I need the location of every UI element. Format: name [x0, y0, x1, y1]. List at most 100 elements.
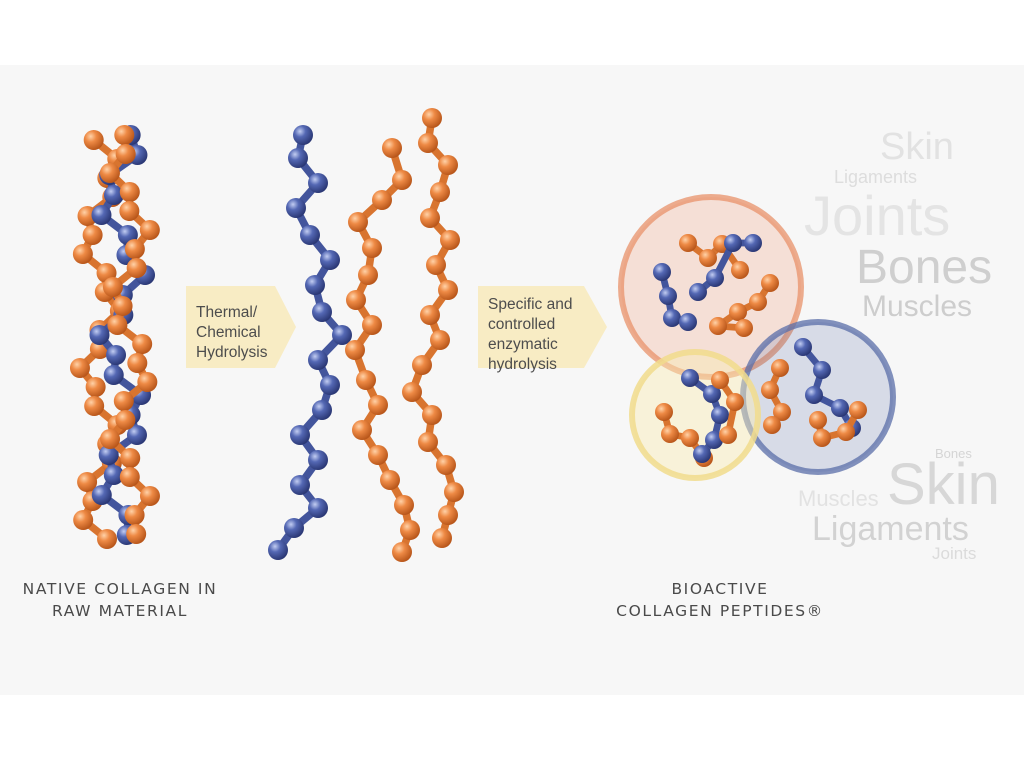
orange-bead	[102, 277, 123, 297]
blue-bead	[106, 345, 127, 365]
blue-bead	[659, 287, 677, 305]
orange-bead	[139, 220, 160, 240]
orange-bead	[73, 510, 94, 530]
orange-bead	[735, 319, 753, 337]
word-bones-top: Bones	[856, 241, 993, 294]
orange-bead	[412, 355, 432, 375]
orange-bead	[436, 455, 456, 475]
diagram-background	[0, 65, 1024, 695]
blue-bead	[653, 263, 671, 281]
orange-bead	[420, 305, 440, 325]
orange-bead	[438, 505, 458, 525]
orange-bead	[99, 163, 120, 183]
blue-bead	[711, 406, 729, 424]
orange-bead	[813, 429, 831, 447]
peptide-blue-3	[681, 369, 729, 463]
blue-bead	[284, 518, 304, 538]
peptide-orange-2	[709, 274, 779, 337]
blue-bead	[308, 350, 328, 370]
orange-bead	[84, 396, 105, 416]
arrow-2-line-3: enzymatic	[488, 336, 558, 353]
peptide-orange-4	[711, 371, 744, 444]
orange-bead	[124, 505, 145, 525]
orange-bead	[679, 234, 697, 252]
orange-bead	[362, 315, 382, 335]
orange-bead	[137, 372, 158, 392]
orange-bead	[72, 244, 93, 264]
orange-bead	[372, 190, 392, 210]
orange-bead	[119, 182, 140, 202]
arrow-2-line-2: controlled	[488, 316, 556, 333]
blue-bead	[286, 198, 306, 218]
orange-bead	[655, 403, 673, 421]
orange-bead	[394, 495, 414, 515]
blue-bead	[681, 369, 699, 387]
orange-bead	[119, 201, 140, 221]
orange-bead	[729, 303, 747, 321]
orange-bead	[115, 144, 136, 164]
peptide-orange-5	[761, 359, 791, 434]
orange-bead	[422, 108, 442, 128]
native-orange-strand-2	[99, 125, 160, 544]
orange-bead	[418, 432, 438, 452]
blue-bead	[308, 450, 328, 470]
orange-bead	[139, 486, 160, 506]
orange-bead	[114, 125, 135, 145]
hydrolysis-arrow-1	[186, 286, 296, 368]
orange-bead	[368, 445, 388, 465]
orange-bead	[380, 470, 400, 490]
collagen-chains	[69, 108, 867, 562]
hydrolysis-arrow-2	[478, 286, 607, 368]
peptide-orange-6	[809, 401, 867, 447]
arrow-1-line-2: Chemical	[196, 324, 261, 341]
word-bones-bottom: Bones	[935, 446, 972, 461]
orange-bead	[420, 208, 440, 228]
bioactive-caption-line-1: BIOACTIVE	[671, 580, 769, 598]
blue-bead	[288, 148, 308, 168]
blue-bead	[679, 313, 697, 331]
orange-bead	[719, 426, 737, 444]
peptide-orange-1	[679, 234, 749, 279]
orange-bead	[699, 249, 717, 267]
blue-bead	[103, 185, 124, 205]
blue-bead	[320, 250, 340, 270]
orange-bead	[711, 371, 729, 389]
orange-bead	[362, 238, 382, 258]
word-ligaments-bottom: Ligaments	[812, 510, 969, 548]
blue-bead	[794, 338, 812, 356]
orange-bead	[97, 529, 118, 549]
orange-bead	[100, 429, 121, 449]
blue-bead	[744, 234, 762, 252]
word-muscles-bottom: Muscles	[798, 486, 879, 511]
separated-orange-strand-2	[402, 108, 464, 548]
orange-bead	[115, 410, 136, 430]
orange-bead	[69, 358, 90, 378]
separated-orange-strand-1	[345, 138, 420, 562]
blue-bead	[308, 498, 328, 518]
orange-bead	[444, 482, 464, 502]
orange-bead	[426, 255, 446, 275]
orange-bead	[438, 155, 458, 175]
orange-bead	[113, 391, 134, 411]
blue-bead	[290, 425, 310, 445]
orange-bead	[438, 280, 458, 300]
word-joints-bottom: Joints	[932, 544, 977, 563]
orange-bead	[126, 524, 147, 544]
blue-bead	[103, 465, 124, 485]
blue-bead	[312, 302, 332, 322]
orange-bead	[400, 520, 420, 540]
orange-bead	[849, 401, 867, 419]
orange-bead	[809, 411, 827, 429]
arrow-1-label: Thermal/ Chemical Hydrolysis	[196, 303, 267, 363]
word-skin-top: Skin	[880, 126, 954, 168]
orange-bead	[120, 448, 141, 468]
orange-bead	[82, 225, 103, 245]
orange-bead	[368, 395, 388, 415]
orange-bead	[107, 315, 128, 335]
blue-bead	[320, 375, 340, 395]
blue-bead	[89, 325, 110, 345]
orange-bead	[402, 382, 422, 402]
native-collagen-caption: NATIVE COLLAGEN IN RAW MATERIAL	[10, 578, 230, 622]
orange-bead	[681, 429, 699, 447]
